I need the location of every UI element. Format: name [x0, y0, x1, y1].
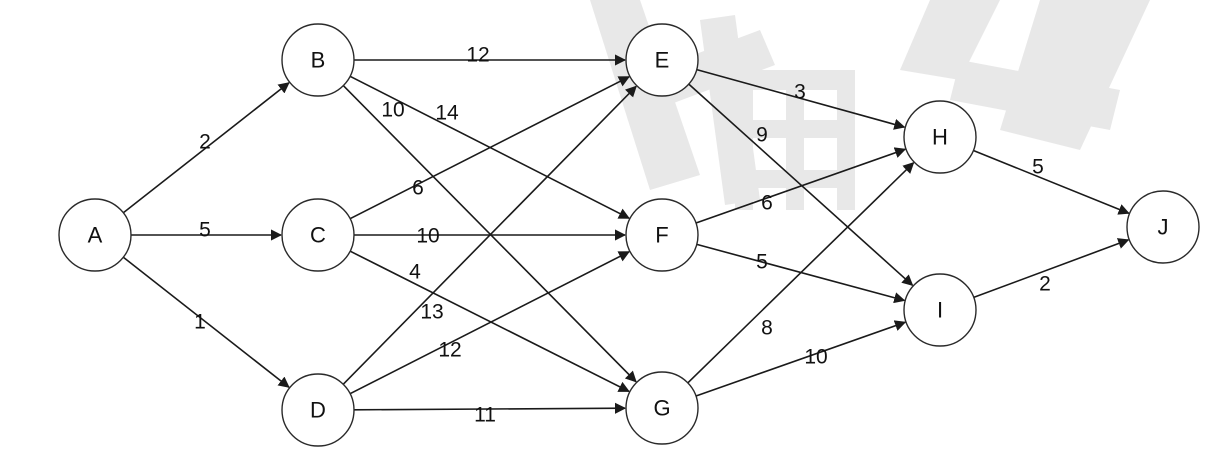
edge-weight-a-d: 1: [194, 311, 206, 334]
node-circle-b: [281, 23, 355, 97]
edge-weight-b-e: 12: [466, 44, 489, 67]
edge-e-i: [688, 83, 914, 287]
node-j: J: [1126, 190, 1200, 264]
edge-weight-b-f: 14: [435, 102, 459, 125]
node-a: A: [58, 198, 132, 272]
node-e: E: [625, 23, 699, 97]
edge-g-i: [695, 320, 907, 397]
edge-weight-e-h: 3: [794, 81, 806, 104]
edge-weight-e-i: 9: [756, 124, 768, 147]
edge-g-h: [687, 162, 915, 384]
edge-d-g: [353, 402, 627, 414]
edge-f-h: [695, 147, 907, 224]
edge-weight-h-j: 5: [1032, 156, 1044, 179]
node-label-c: C: [310, 223, 326, 248]
node-label-d: D: [310, 398, 326, 423]
nodes: A B C D E F G H I J: [58, 23, 1200, 447]
edge-weight-b-g: 10: [381, 99, 404, 122]
edge-weight-d-e: 13: [420, 301, 443, 324]
edge-weight-g-h: 8: [761, 317, 773, 340]
node-circle-f: [625, 198, 699, 272]
node-d: D: [281, 373, 355, 447]
edge-weight-f-h: 6: [761, 192, 773, 215]
node-circle-a: [58, 198, 132, 272]
edge-weight-a-c: 5: [199, 219, 211, 242]
node-i: I: [903, 273, 977, 347]
node-label-b: B: [311, 48, 326, 73]
edge-weight-d-f: 12: [438, 339, 461, 362]
edges: [122, 54, 1130, 414]
edge-e-h: [696, 68, 906, 130]
edge-weight-f-i: 5: [756, 251, 768, 274]
edge-weight-c-e: 6: [412, 177, 424, 200]
edge-weight-c-f: 10: [416, 225, 439, 248]
node-g: G: [625, 371, 699, 445]
edge-b-g: [342, 85, 637, 383]
node-b: B: [281, 23, 355, 97]
edge-d-e: [342, 85, 637, 385]
node-label-g: G: [653, 396, 670, 421]
node-label-a: A: [88, 223, 103, 248]
edge-weight-c-g: 4: [409, 261, 421, 284]
edge-d-f: [349, 251, 630, 395]
edge-weight-i-j: 2: [1039, 273, 1051, 296]
node-c: C: [281, 198, 355, 272]
node-circle-e: [625, 23, 699, 97]
edge-weight-g-i: 10: [804, 346, 827, 369]
edge-a-b: [122, 82, 290, 214]
node-circle-j: [1126, 190, 1200, 264]
node-h: H: [903, 100, 977, 174]
edge-i-j: [973, 238, 1130, 299]
edge-a-d: [122, 256, 290, 388]
node-label-e: E: [655, 48, 670, 73]
node-label-j: J: [1158, 215, 1169, 240]
node-circle-g: [625, 371, 699, 445]
edge-h-j: [973, 149, 1130, 215]
edge-weights: 2 5 1 12 14 10 6 10 4 13 12 11 3 9 6 5 8 10 5 2: [194, 44, 1051, 427]
node-circle-h: [903, 100, 977, 174]
node-label-i: I: [937, 298, 943, 323]
edge-weight-a-b: 2: [199, 131, 211, 154]
node-f: F: [625, 198, 699, 272]
watermark: [590, 0, 1150, 210]
node-label-h: H: [932, 125, 948, 150]
node-circle-d: [281, 373, 355, 447]
node-circle-i: [903, 273, 977, 347]
edge-c-g: [349, 250, 630, 393]
node-circle-c: [281, 198, 355, 272]
node-label-f: F: [655, 223, 668, 248]
edge-c-e: [349, 76, 630, 220]
edge-weight-d-g: 11: [474, 404, 496, 427]
